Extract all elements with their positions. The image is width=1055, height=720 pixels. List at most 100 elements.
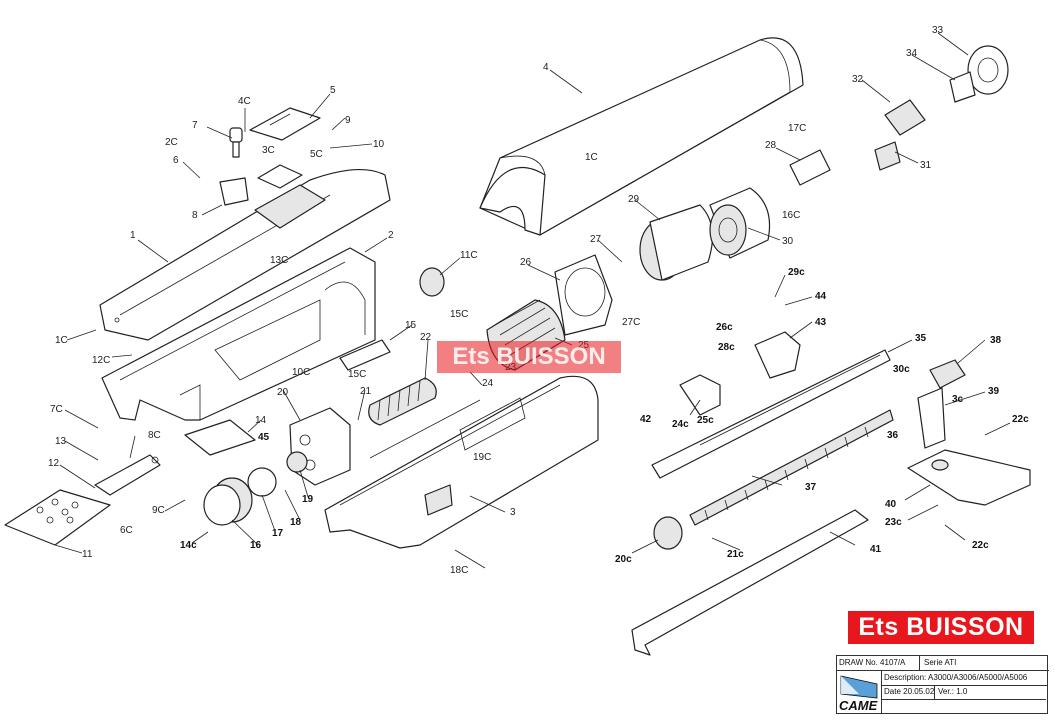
label-21: 21 xyxy=(360,386,372,397)
description: Description: A3000/A3006/A5000/A5006 xyxy=(882,670,1047,686)
part-16-cap xyxy=(203,477,253,526)
label-19: 19 xyxy=(302,494,314,505)
part-35-rack-bar xyxy=(651,349,891,479)
label-45: 45 xyxy=(258,432,270,443)
label-15c-b: 15C xyxy=(348,369,366,380)
label-27c: 27C xyxy=(622,317,640,328)
label-30c: 30c xyxy=(893,364,910,375)
part-39-bracket xyxy=(917,387,946,449)
label-7: 7 xyxy=(192,120,198,131)
label-15: 15 xyxy=(405,320,417,331)
label-16: 16 xyxy=(250,540,262,551)
part-14-plate xyxy=(184,419,256,456)
label-31: 31 xyxy=(920,160,932,171)
title-block: DRAW No. 4107/A Serie ATI Description: A… xyxy=(836,655,1049,714)
label-36: 36 xyxy=(887,430,899,441)
brand-banner: Ets BUISSON xyxy=(848,611,1034,644)
label-43: 43 xyxy=(815,317,827,328)
part-20c-bearing xyxy=(653,516,683,550)
label-22: 22 xyxy=(420,332,432,343)
label-37: 37 xyxy=(805,482,817,493)
part-11-plate xyxy=(4,489,111,546)
label-19c: 19C xyxy=(473,452,491,463)
part-26-flange xyxy=(554,254,613,336)
label-13: 13 xyxy=(55,436,67,447)
date: Date 20.05.02 xyxy=(882,685,935,700)
part-32-gears xyxy=(884,99,926,136)
label-13c: 13C xyxy=(270,255,288,266)
part-38-switch xyxy=(929,359,966,389)
label-12: 12 xyxy=(48,458,60,469)
label-11: 11 xyxy=(82,549,93,560)
version: Ver.: 1.0 xyxy=(935,685,1046,700)
part-2-body xyxy=(101,247,376,421)
label-9c: 9C xyxy=(152,505,165,516)
label-24: 24 xyxy=(482,378,494,389)
label-21c: 21c xyxy=(727,549,744,560)
label-34: 34 xyxy=(906,48,918,59)
part-8-lock xyxy=(219,177,249,206)
label-18: 18 xyxy=(290,517,302,528)
label-27: 27 xyxy=(590,234,602,245)
label-11c: 11C xyxy=(460,250,478,261)
label-10c: 10C xyxy=(292,367,310,378)
label-28c: 28c xyxy=(718,342,735,353)
part-5c-gasket xyxy=(257,164,303,189)
label-22c: 22c xyxy=(1012,414,1029,425)
label-32: 32 xyxy=(852,74,864,85)
part-17-disc xyxy=(247,467,277,497)
label-6: 6 xyxy=(173,155,179,166)
label-17: 17 xyxy=(272,528,284,539)
label-4: 4 xyxy=(543,62,549,73)
watermark-brand: Ets BUISSON xyxy=(437,341,621,373)
label-18c: 18C xyxy=(450,565,468,576)
part-45-gearbox xyxy=(289,407,351,486)
part-19c-shaft xyxy=(369,399,481,459)
label-20c: 20c xyxy=(615,554,632,565)
came-logo: CAME xyxy=(837,670,882,713)
part-40-base xyxy=(907,449,1031,506)
part-11c-capacitor xyxy=(419,267,445,297)
label-29: 29 xyxy=(628,194,640,205)
part-4-cover xyxy=(479,37,804,236)
label-41: 41 xyxy=(870,544,882,555)
label-16c: 16C xyxy=(782,210,800,221)
label-22c-b: 22c xyxy=(972,540,989,551)
label-17c: 17C xyxy=(788,123,806,134)
label-29c: 29c xyxy=(788,267,805,278)
part-1-top-cover xyxy=(99,168,391,341)
part-31-gears xyxy=(874,141,901,171)
part-30-ring xyxy=(709,187,771,259)
label-5c: 5C xyxy=(310,149,323,160)
label-40: 40 xyxy=(885,499,897,510)
part-37-worm-screw xyxy=(689,409,894,526)
label-12c: 12C xyxy=(92,355,110,366)
label-23c: 23c xyxy=(885,517,902,528)
label-14: 14 xyxy=(255,415,267,426)
label-26: 26 xyxy=(520,257,532,268)
logo-mark-icon xyxy=(840,675,878,699)
part-42-block xyxy=(679,374,721,416)
label-15c: 15C xyxy=(450,309,468,320)
part-41-rail xyxy=(631,509,869,656)
label-4c: 4C xyxy=(238,96,251,107)
label-24c: 24c xyxy=(672,419,689,430)
label-20: 20 xyxy=(277,387,289,398)
label-1c-b: 1C xyxy=(585,152,598,163)
label-2: 2 xyxy=(388,230,394,241)
label-35: 35 xyxy=(915,333,927,344)
part-28-coupling xyxy=(789,149,831,186)
label-5: 5 xyxy=(330,85,336,96)
part-15-board xyxy=(339,339,391,371)
label-38: 38 xyxy=(990,335,1002,346)
label-30: 30 xyxy=(782,236,794,247)
part-33-cap xyxy=(967,45,1009,95)
logo-text: CAME xyxy=(839,698,878,713)
part-29-gear xyxy=(639,204,714,281)
part-3-bottom-body xyxy=(324,375,599,549)
label-14c: 14c xyxy=(180,540,197,551)
part-5-lock-cover xyxy=(249,107,321,141)
label-3c-b: 3c xyxy=(952,394,964,405)
